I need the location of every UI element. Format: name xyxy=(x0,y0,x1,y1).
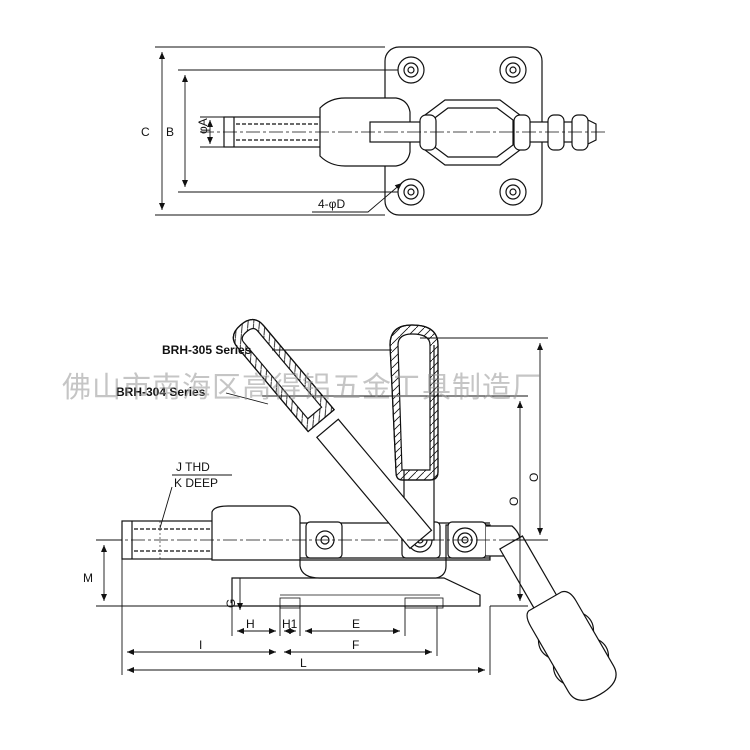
dim-phi-a-label: φA xyxy=(196,118,210,134)
mounting-holes xyxy=(397,56,527,206)
thread-k-label: K DEEP xyxy=(174,476,218,490)
dim-e-label: E xyxy=(352,617,360,631)
top-dimensions xyxy=(155,46,403,216)
handle-305 xyxy=(389,324,439,541)
handle-lowered xyxy=(499,535,617,701)
thread-j-label: J THD xyxy=(176,460,210,474)
dim-i-label: I xyxy=(199,638,202,652)
top-view xyxy=(200,46,605,216)
body-housing-side xyxy=(211,505,491,579)
dim-h-label: H xyxy=(246,617,255,631)
dim-4-phi-d-label: 4-φD xyxy=(318,197,345,211)
side-view xyxy=(108,318,617,701)
dim-o-inner-label: O xyxy=(507,497,521,506)
dim-c-label: C xyxy=(141,125,150,139)
series-305-label: BRH-305 Series xyxy=(162,343,252,357)
dim-f-label: F xyxy=(352,638,359,652)
watermark-text: 佛山市南海区高得铝五金工具制造厂 xyxy=(62,370,543,404)
linkage-top xyxy=(369,99,597,166)
dim-g-label: G xyxy=(224,599,238,608)
dim-l-label: L xyxy=(300,656,307,670)
dim-h1-label: H1 xyxy=(282,617,298,631)
base-side xyxy=(231,577,481,607)
series-304-label: BRH-304 Series xyxy=(116,385,206,399)
side-dimensions xyxy=(96,337,548,675)
dim-o-outer-label: O xyxy=(527,473,541,482)
dim-m-label: M xyxy=(83,571,93,585)
dim-b-label: B xyxy=(166,125,174,139)
